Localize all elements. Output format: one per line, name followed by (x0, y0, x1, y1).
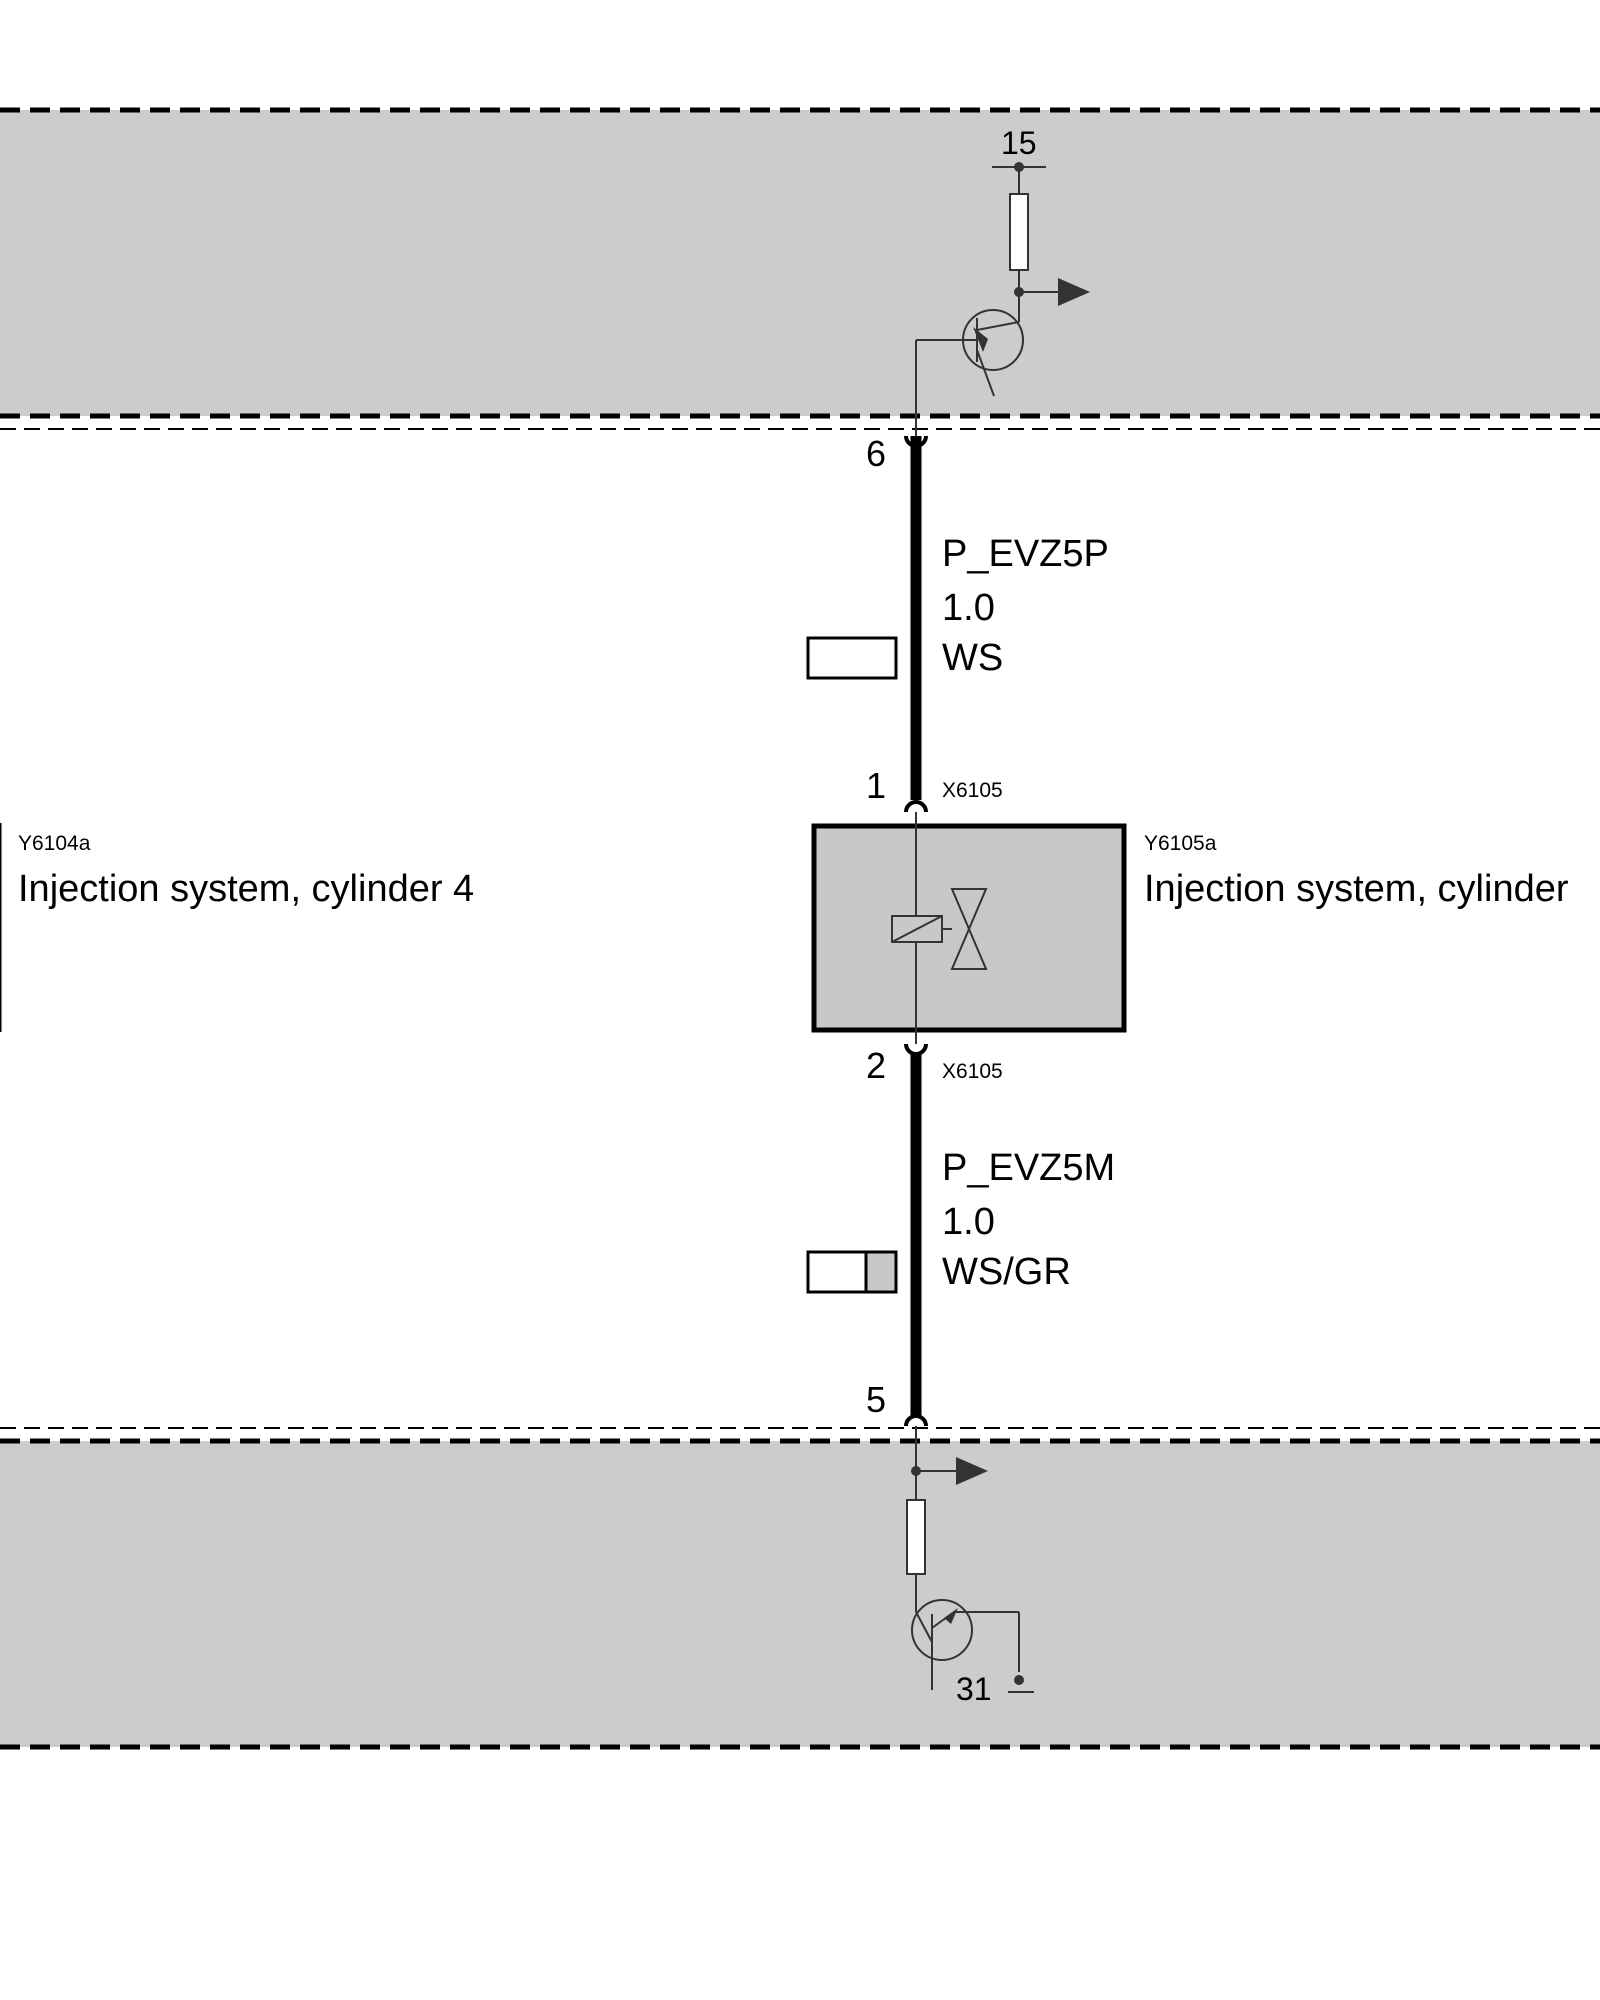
component-right[interactable]: Y6105a Injection system, cylinder (811, 812, 1569, 1044)
pin-2-connector-icon (904, 1043, 928, 1056)
injector-valve-icon (891, 812, 988, 1044)
wire-bottom-gauge-label: 1.0 (942, 1201, 995, 1243)
pin-5-label: 5 (866, 1379, 886, 1420)
component-right-id: Y6105a (1144, 832, 1217, 855)
output-arrow-top-icon (1058, 278, 1090, 306)
component-left: Y6104a Injection system, cylinder 4 (0, 823, 474, 1032)
transistor-bottom-emitter-arrow (944, 1608, 958, 1624)
bottom-driver-circuit (906, 1426, 1034, 1693)
bottom-control-module: 31 (0, 1426, 1600, 1750)
top-control-module: 15 (0, 107, 1600, 430)
pin-6-connector-icon (904, 435, 928, 448)
transistor-top-emitter-arrow (973, 327, 988, 352)
component-right-description: Injection system, cylinder (1144, 868, 1569, 910)
wire-bottom-color-label: WS/GR (942, 1251, 1071, 1293)
component-left-description: Injection system, cylinder 4 (18, 868, 474, 910)
wire-color-swatch-white (806, 636, 898, 680)
terminal-15-label: 15 (1001, 125, 1037, 161)
pin-5-connector-icon (904, 1414, 928, 1427)
wire-top-color-label: WS (942, 637, 1003, 679)
pin-1-connector-icon (904, 800, 928, 813)
top-module-band (0, 110, 1600, 416)
ground-31-icon (1014, 1675, 1024, 1685)
output-node-bottom (911, 1466, 921, 1476)
terminal-15-icon (992, 166, 1060, 322)
wire-top-gauge-label: 1.0 (942, 587, 995, 629)
pin-2-label: 2 (866, 1045, 886, 1086)
pin-1-label: 1 (866, 765, 886, 806)
output-node-top (1014, 287, 1024, 297)
transistor-bottom-icon (911, 1599, 973, 1690)
output-arrow-bottom-icon (956, 1457, 988, 1485)
component-left-id: Y6104a (18, 832, 91, 855)
wire-bottom-signal-label: P_EVZ5M (942, 1147, 1115, 1189)
wire-color-swatch-white-grey (806, 1250, 898, 1294)
connector-top-label: X6105 (942, 779, 1003, 802)
ground-31-label: 31 (956, 1671, 992, 1707)
pin-6-label: 6 (866, 433, 886, 474)
bottom-module-band (0, 1441, 1600, 1747)
terminal-15-node (1014, 162, 1024, 172)
connector-bottom-label: X6105 (942, 1060, 1003, 1083)
wire-top-signal-label: P_EVZ5P (942, 533, 1109, 575)
transistor-top-icon (915, 309, 1024, 416)
harness-area: 6 1 X6105 P_EVZ5P 1.0 WS 2 X6105 5 P_EVZ… (0, 416, 1600, 1429)
